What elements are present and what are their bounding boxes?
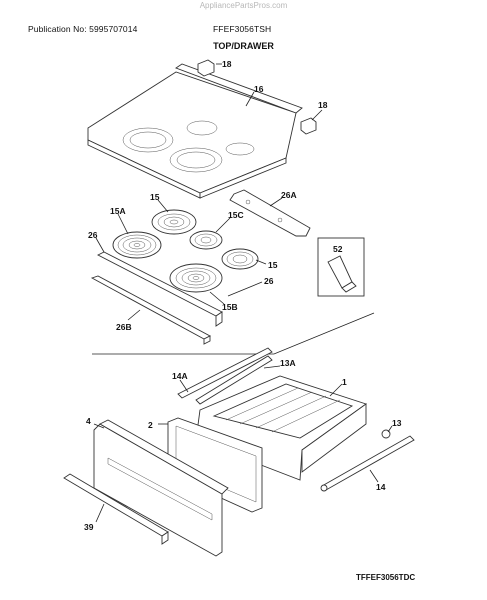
bracket-26a[interactable] [229,189,311,237]
surface-element-15c[interactable] [189,230,223,250]
section-divider [92,312,375,355]
callout-2: 2 [148,420,153,430]
inset-part-52[interactable] [317,237,365,297]
callout-26-right: 26 [264,276,274,286]
callout-18-left: 18 [222,59,232,69]
drawer-rail-14[interactable] [320,435,415,492]
watermark: AppliancePartsPros.com [199,1,288,10]
drawer-rail-13a[interactable] [195,355,273,405]
callout-52: 52 [333,244,343,254]
callout-14: 14 [376,482,386,492]
callout-14a: 14A [172,371,188,381]
element-support-26[interactable] [97,251,223,327]
callout-13: 13 [392,418,402,428]
cooktop-glass-top[interactable] [87,63,303,199]
clip-18-right[interactable] [300,117,317,135]
leader-lines [93,63,393,523]
callout-26-left: 26 [88,230,98,240]
callout-26a: 26A [281,190,297,200]
surface-element-15b[interactable] [169,263,223,293]
model-number: FFEF3056TSH [213,24,272,34]
callout-4: 4 [86,416,91,426]
diagram-code: TFFEF3056TDC [356,573,416,582]
callout-13a: 13A [280,358,296,368]
section-title: TOP/DRAWER [213,41,274,51]
surface-element-15a[interactable] [112,231,162,259]
callout-15c: 15C [228,210,244,220]
callout-15-right: 15 [268,260,278,270]
drawer-rail-14a[interactable] [177,347,273,399]
publication-number: Publication No: 5995707014 [28,24,138,34]
trim-strip-26b[interactable] [90,275,211,345]
callout-26b: 26B [116,322,132,332]
drawer-front-4[interactable] [93,419,229,557]
callout-18-right: 18 [318,100,328,110]
callout-39: 39 [84,522,94,532]
callout-15a: 15A [110,206,126,216]
callout-15b: 15B [222,302,238,312]
clip-18-left[interactable] [197,59,215,77]
drawer-trim-39[interactable] [63,473,169,545]
callout-16: 16 [254,84,264,94]
surface-element-15-right[interactable] [221,248,259,270]
surface-element-15-top[interactable] [151,209,197,235]
callout-15-top: 15 [150,192,160,202]
callout-1: 1 [342,377,347,387]
